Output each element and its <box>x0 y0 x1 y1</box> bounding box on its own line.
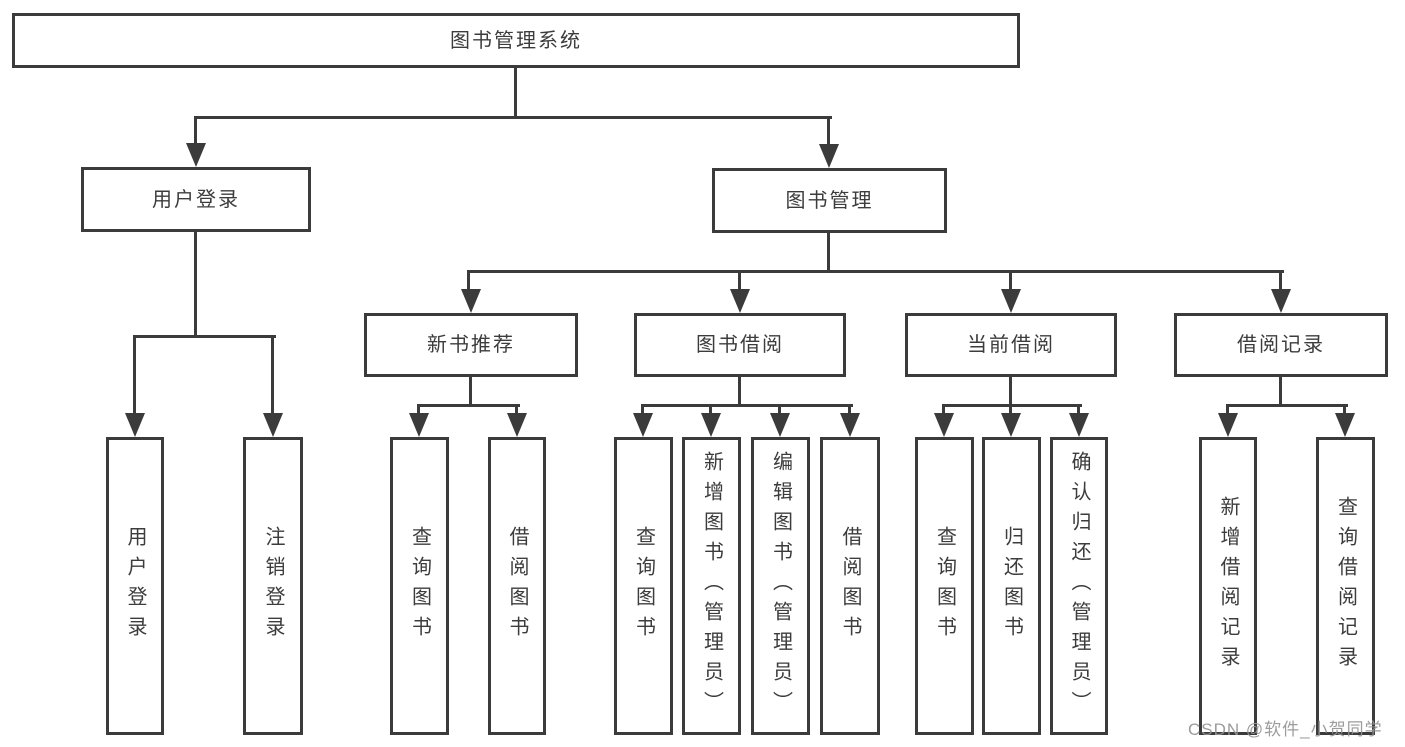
leaf-query-book-1-label: 查询图书 <box>408 526 431 646</box>
arrowhead-icon <box>1335 413 1355 437</box>
connector-drop <box>515 404 518 415</box>
connector-drop <box>417 404 420 415</box>
connector-root-bus <box>194 116 832 119</box>
connector-user-login-bus <box>133 335 276 338</box>
connector-drop <box>1279 270 1282 291</box>
connector-drop <box>133 335 136 415</box>
arrowhead-icon <box>633 413 653 437</box>
node-new-book-recommend: 新书推荐 <box>364 313 578 377</box>
leaf-logout: 注销登录 <box>243 437 303 735</box>
connector-user-login-stem <box>194 230 197 338</box>
leaf-borrow-book-1-label: 借阅图书 <box>506 526 528 646</box>
leaf-query-book-1: 查询图书 <box>390 437 449 735</box>
node-book-borrow: 图书借阅 <box>634 313 846 377</box>
connector-book-mgmt-bus <box>467 270 1284 273</box>
connector-drop <box>942 404 945 415</box>
arrowhead-icon <box>186 143 206 167</box>
connector-current-bus <box>942 404 1082 407</box>
leaf-query-borrow-record: 查询借阅记录 <box>1316 437 1375 735</box>
leaf-borrow-book-2-label: 借阅图书 <box>839 526 861 646</box>
arrowhead-icon <box>1271 289 1291 313</box>
node-borrow-record: 借阅记录 <box>1174 313 1388 377</box>
arrowhead-icon <box>461 289 481 313</box>
connector-drop <box>738 270 741 291</box>
arrowhead-icon <box>125 413 145 437</box>
connector-borrow-stem <box>738 375 741 406</box>
leaf-query-borrow-record-label: 查询借阅记录 <box>1334 496 1357 676</box>
node-current-borrow-label: 当前借阅 <box>967 334 1055 356</box>
arrowhead-icon <box>701 413 721 437</box>
leaf-query-book-2: 查询图书 <box>614 437 673 735</box>
connector-drop <box>848 404 851 415</box>
csdn-watermark: CSDN @软件_小贺同学 <box>1188 720 1383 739</box>
leaf-confirm-return-admin: 确认归还（管理员） <box>1050 437 1108 735</box>
arrowhead-icon <box>770 413 790 437</box>
connector-new-book-bus <box>417 404 520 407</box>
connector-new-book-stem <box>469 375 472 406</box>
connector-drop <box>641 404 644 415</box>
connector-drop <box>271 335 274 415</box>
arrowhead-icon <box>1069 413 1089 437</box>
node-user-login-label: 用户登录 <box>152 188 240 211</box>
leaf-user-login-label: 用户登录 <box>124 526 146 646</box>
connector-drop <box>1009 270 1012 291</box>
connector-drop <box>1077 404 1080 415</box>
node-new-book-recommend-label: 新书推荐 <box>427 334 515 356</box>
leaf-edit-book-admin: 编辑图书（管理员） <box>751 437 810 735</box>
connector-drop <box>1009 404 1012 415</box>
arrowhead-icon <box>840 413 860 437</box>
arrowhead-icon <box>507 413 527 437</box>
leaf-add-borrow-record: 新增借阅记录 <box>1199 437 1257 735</box>
node-root-label: 图书管理系统 <box>450 29 582 52</box>
connector-drop <box>709 404 712 415</box>
connector-record-stem <box>1279 375 1282 406</box>
leaf-add-borrow-record-label: 新增借阅记录 <box>1217 496 1239 676</box>
arrowhead-icon <box>1218 413 1238 437</box>
connector-drop <box>778 404 781 415</box>
arrowhead-icon <box>1001 289 1021 313</box>
arrowhead-icon <box>819 144 839 168</box>
leaf-return-book-label: 归还图书 <box>1000 526 1023 646</box>
leaf-return-book: 归还图书 <box>982 437 1041 735</box>
arrowhead-icon <box>934 413 954 437</box>
leaf-add-book-admin-label: 新增图书（管理员） <box>700 451 723 721</box>
connector-record-bus <box>1226 404 1348 407</box>
node-root: 图书管理系统 <box>12 13 1020 68</box>
node-book-borrow-label: 图书借阅 <box>696 334 784 356</box>
leaf-edit-book-admin-label: 编辑图书（管理员） <box>769 451 792 721</box>
connector-drop-user-login <box>194 116 197 146</box>
leaf-user-login: 用户登录 <box>106 437 164 735</box>
connector-book-mgmt-stem <box>827 231 830 273</box>
node-current-borrow: 当前借阅 <box>905 313 1117 377</box>
connector-drop <box>1343 404 1346 415</box>
connector-root-stem <box>514 66 517 118</box>
node-book-management: 图书管理 <box>712 168 947 233</box>
arrowhead-icon <box>1001 413 1021 437</box>
node-user-login: 用户登录 <box>81 167 311 232</box>
connector-borrow-bus <box>641 404 853 407</box>
connector-drop <box>467 270 470 291</box>
arrowhead-icon <box>409 413 429 437</box>
leaf-borrow-book-1: 借阅图书 <box>488 437 546 735</box>
leaf-query-book-3: 查询图书 <box>915 437 974 735</box>
leaf-confirm-return-admin-label: 确认归还（管理员） <box>1068 451 1090 721</box>
connector-current-stem <box>1009 375 1012 406</box>
node-book-management-label: 图书管理 <box>785 189 874 212</box>
leaf-logout-label: 注销登录 <box>262 526 284 646</box>
arrowhead-icon <box>730 289 750 313</box>
node-borrow-record-label: 借阅记录 <box>1237 334 1325 356</box>
leaf-add-book-admin: 新增图书（管理员） <box>682 437 741 735</box>
leaf-query-book-3-label: 查询图书 <box>933 526 956 646</box>
connector-drop <box>1226 404 1229 415</box>
connector-drop-book-mgmt <box>827 116 830 147</box>
arrowhead-icon <box>263 413 283 437</box>
leaf-borrow-book-2: 借阅图书 <box>820 437 880 735</box>
leaf-query-book-2-label: 查询图书 <box>632 526 655 646</box>
